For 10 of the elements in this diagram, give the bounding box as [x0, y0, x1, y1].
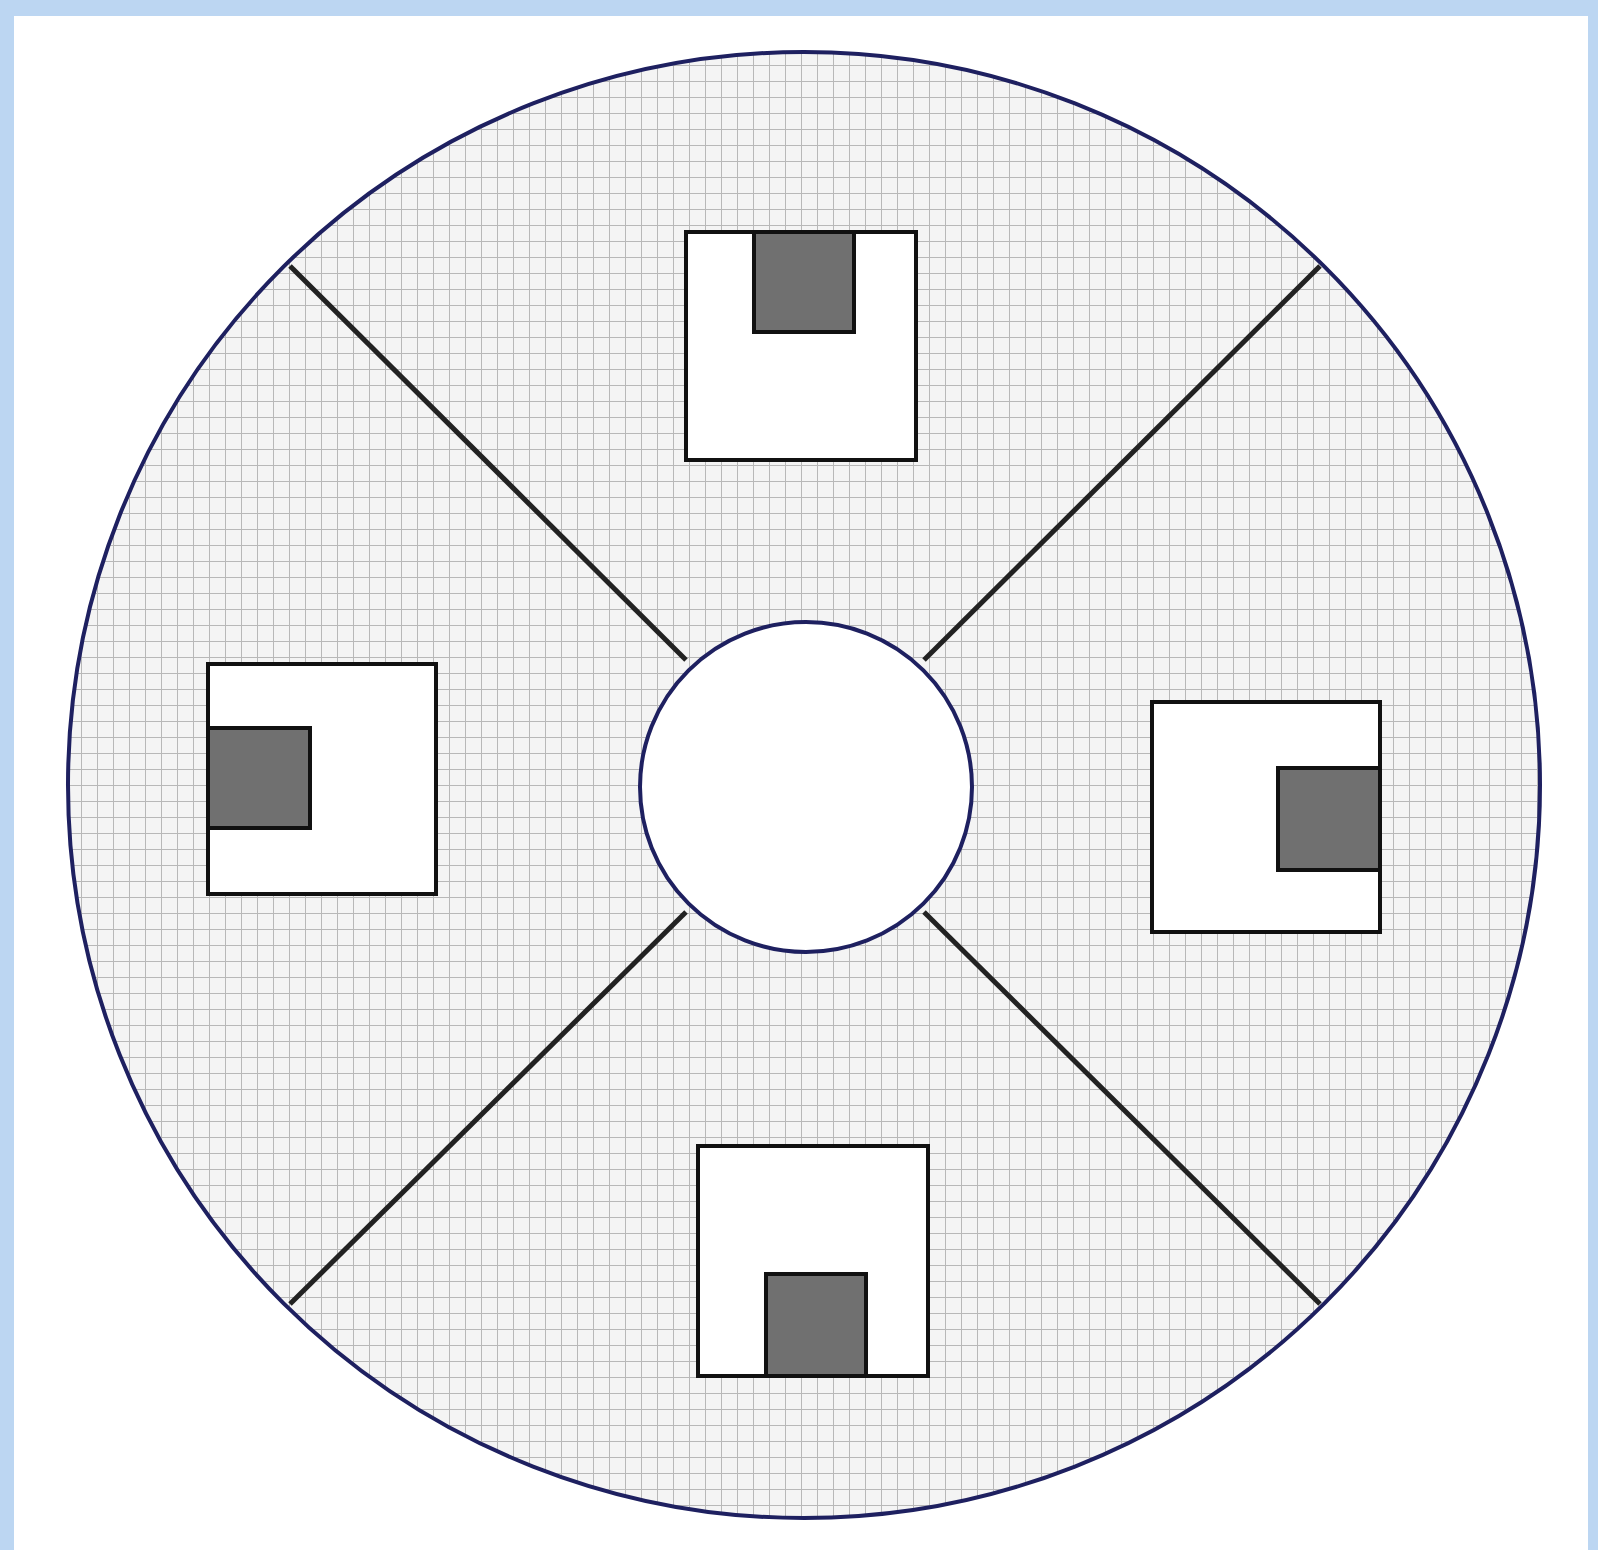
- inset-block: [1276, 766, 1382, 872]
- window-square: [684, 230, 918, 462]
- window-square: [696, 1144, 930, 1378]
- window-square: [206, 662, 438, 896]
- inset-block: [206, 726, 312, 830]
- window-square: [1150, 700, 1382, 934]
- hub-circle: [638, 620, 974, 954]
- inset-block: [752, 230, 856, 334]
- grid-disc: [66, 50, 1542, 1520]
- inset-block: [764, 1272, 868, 1378]
